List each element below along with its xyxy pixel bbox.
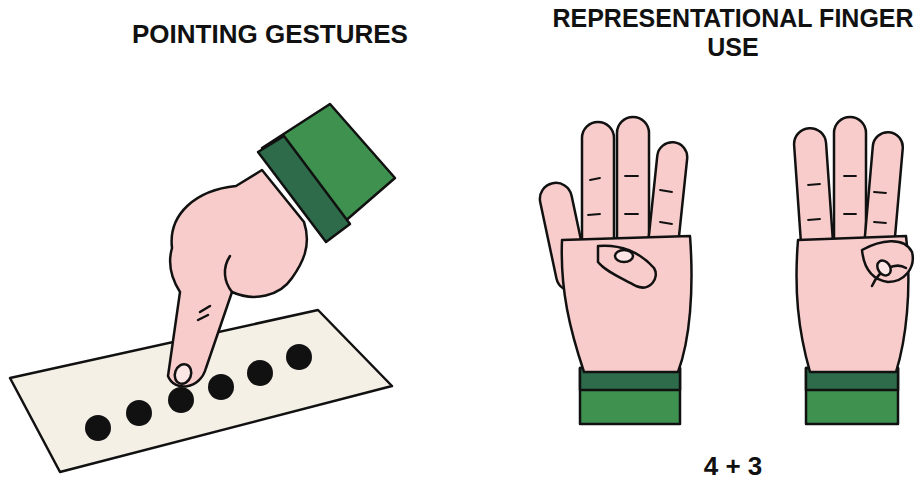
heading: POINTING GESTURES (80, 20, 460, 50)
sleeve (580, 368, 680, 424)
knuckle-lines (808, 176, 886, 223)
left-hand (537, 117, 692, 372)
heading: REPRESENTATIONAL FINGER USE (550, 4, 916, 62)
thumbnail (874, 258, 893, 278)
fingernail (172, 362, 194, 386)
pointing-illustration (10, 104, 395, 472)
knuckle-lines (198, 306, 210, 320)
sleeve (806, 368, 898, 424)
folded-thumb (598, 246, 656, 288)
thumbnail (615, 250, 633, 262)
pointing-hand (168, 170, 307, 386)
finger-illustration (537, 117, 913, 424)
folded-pinky (862, 241, 913, 282)
finger-fold (225, 256, 232, 292)
equation-label: 4 + 3 (653, 452, 813, 482)
knuckle-lines (588, 176, 672, 224)
